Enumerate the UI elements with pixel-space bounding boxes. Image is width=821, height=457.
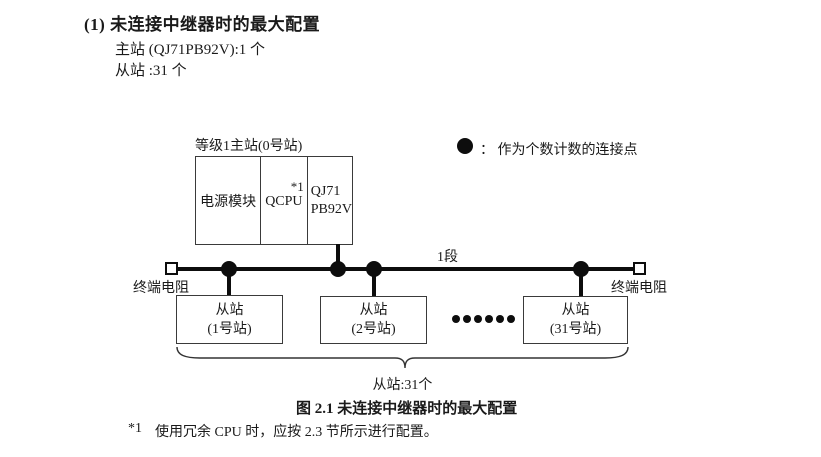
connection-dot-slave31 (573, 261, 589, 277)
qcpu-footnote-ref: *1 (290, 179, 304, 194)
power-module-cell: 电源模块 (196, 157, 262, 244)
connection-dot-slave1 (221, 261, 237, 277)
slave-station-1-box: 从站 (1号站) (176, 295, 283, 344)
qcpu-cell: *1 QCPU (261, 157, 308, 244)
brace-shape (176, 346, 629, 369)
figure-caption: 图 2.1 未连接中继器时的最大配置 (296, 401, 518, 417)
footnote-text: 使用冗余 CPU 时，应按 2.3 节所示进行配置。 (155, 425, 438, 440)
connection-dot-slave2 (366, 261, 382, 277)
master-station-box: 电源模块 *1 QCPU QJ71 PB92V (195, 156, 353, 245)
terminator-left-icon (165, 262, 178, 275)
bus-line (170, 267, 641, 271)
footnote-marker: *1 (128, 421, 142, 436)
slave2-label-line1: 从站 (359, 303, 388, 318)
segment-label: 1段 (437, 250, 458, 265)
master-station-label: 等级1主站(0号站) (195, 139, 303, 154)
connection-point-icon (457, 138, 473, 154)
terminator-left-label: 终端电阻 (133, 281, 189, 296)
spec-master-count: 主站 (QJ71PB92V):1 个 (115, 42, 266, 58)
slave1-label-line1: 从站 (215, 302, 244, 318)
ellipsis-dots (452, 315, 515, 323)
slave31-drop-line (579, 269, 583, 297)
terminator-right-label: 终端电阻 (611, 281, 667, 296)
slave2-drop-line (372, 269, 376, 297)
slave1-drop-line (227, 269, 231, 296)
pb92v-label-line1: QJ71 (310, 183, 341, 199)
terminator-right-icon (633, 262, 646, 275)
qcpu-label: QCPU (265, 194, 303, 209)
slave2-label-line2: (2号站) (351, 322, 396, 337)
slave-station-2-box: 从站 (2号站) (320, 296, 427, 344)
slave31-label-line2: (31号站) (549, 322, 602, 337)
slave1-label-line2: (1号站) (207, 321, 252, 337)
pb92v-cell: QJ71 PB92V (308, 157, 352, 244)
spec-slave-count: 从站 :31 个 (115, 63, 187, 79)
slave31-label-line1: 从站 (561, 303, 590, 318)
legend-text: ： 作为个数计数的连接点 (480, 143, 638, 158)
brace-label: 从站:31个 (372, 378, 433, 393)
connection-dot-master (330, 261, 346, 277)
section-heading: (1) 未连接中继器时的最大配置 (84, 15, 321, 34)
slave-station-31-box: 从站 (31号站) (523, 296, 628, 344)
pb92v-label-line2: PB92V (310, 201, 352, 217)
master-drop-line (336, 244, 340, 270)
